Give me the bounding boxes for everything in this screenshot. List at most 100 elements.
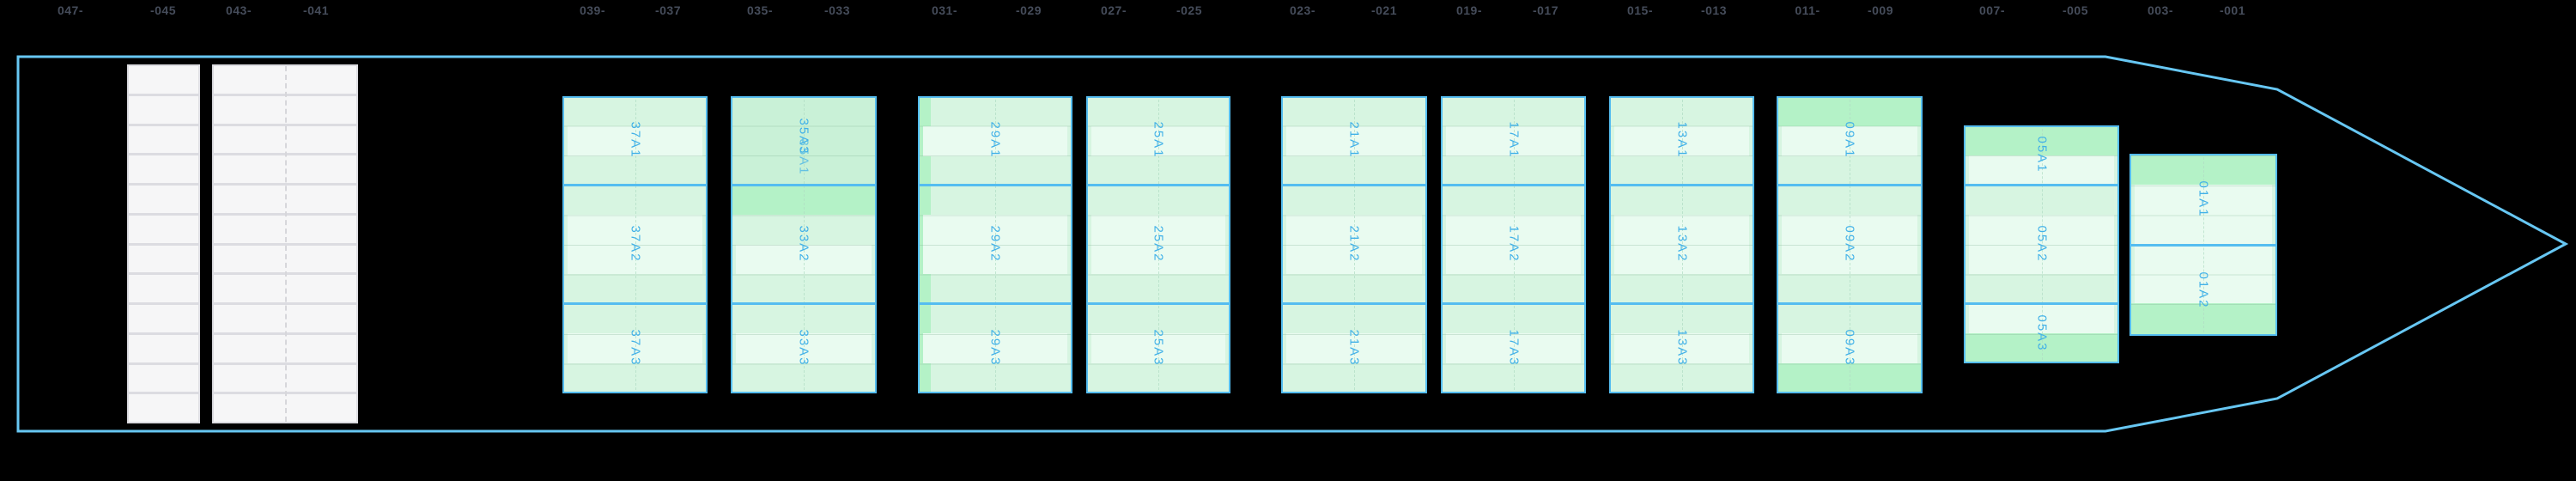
empty-slot-row[interactable] bbox=[129, 245, 198, 273]
bay-section-label: 35A1 bbox=[796, 138, 811, 176]
ruler-bay-number: 039- bbox=[579, 3, 606, 17]
ruler-bay-number: -033 bbox=[823, 3, 851, 17]
empty-slot-row[interactable] bbox=[129, 305, 198, 332]
bay-section-divider bbox=[564, 302, 706, 305]
bay-section-divider bbox=[1965, 184, 2117, 186]
bay-section-label: 01A2 bbox=[2196, 271, 2211, 309]
ruler-bay-number: -037 bbox=[654, 3, 682, 17]
ruler-bay-number: 035- bbox=[746, 3, 774, 17]
bay-block-body bbox=[2131, 155, 2275, 334]
bay-block-25[interactable]: 25A1 25A2 25A3 bbox=[1086, 96, 1230, 393]
ruler-bay-number: -017 bbox=[1532, 3, 1559, 17]
bay-block-17[interactable]: 17A1 17A2 17A3 bbox=[1441, 96, 1586, 393]
empty-slot-table bbox=[212, 64, 358, 423]
bay-section-label: 05A2 bbox=[2034, 225, 2049, 263]
bay-center-dashline bbox=[1681, 100, 1683, 390]
bay-section-divider bbox=[920, 184, 1071, 186]
bay-center-dashline bbox=[1158, 100, 1159, 390]
ruler-bay-number: 047- bbox=[57, 3, 84, 17]
empty-slot-row[interactable] bbox=[129, 95, 198, 124]
ruler-bay-number: 011- bbox=[1795, 3, 1820, 17]
ruler-bay-number: 043- bbox=[225, 3, 252, 17]
empty-slot-row[interactable] bbox=[129, 364, 198, 393]
bay-section-label: 29A1 bbox=[987, 121, 1003, 159]
ruler-bay-number: 023- bbox=[1289, 3, 1316, 17]
ruler-bay-number: -041 bbox=[302, 3, 330, 17]
empty-slot-row[interactable] bbox=[129, 125, 198, 154]
hull-outline-shape bbox=[16, 55, 2569, 433]
bay-section-label: 25A3 bbox=[1151, 329, 1166, 367]
empty-slot-row[interactable] bbox=[129, 275, 198, 302]
bay-section-label: 21A1 bbox=[1346, 121, 1362, 159]
bay-section-divider bbox=[1611, 302, 1753, 305]
ruler-bay-number: 007- bbox=[1978, 3, 2006, 17]
bay-block-01[interactable]: 01A1 01A2 bbox=[2129, 154, 2277, 336]
bay-section-divider bbox=[2131, 244, 2275, 247]
bay-center-dashline bbox=[1513, 100, 1515, 390]
bay-section-label: 25A2 bbox=[1151, 225, 1166, 263]
bay-block-05[interactable]: 05A1 05A2 05A3 bbox=[1964, 125, 2119, 363]
bay-section-label: 09A3 bbox=[1842, 329, 1857, 367]
bay-center-dashline bbox=[804, 100, 805, 390]
ruler-bay-number: 031- bbox=[931, 3, 958, 17]
ruler-bay-number: -005 bbox=[2062, 3, 2089, 17]
bay-section-divider bbox=[1283, 302, 1425, 305]
empty-slot-row[interactable] bbox=[129, 334, 198, 362]
bay-block-body bbox=[920, 98, 1071, 392]
empty-slot-row[interactable] bbox=[129, 394, 198, 422]
bay-center-dashline bbox=[2041, 129, 2043, 360]
bay-section-divider bbox=[1088, 184, 1229, 186]
bay-section-divider bbox=[1283, 184, 1425, 186]
empty-slot-table bbox=[127, 64, 200, 423]
bay-section-label: 33A3 bbox=[796, 329, 811, 367]
bay-section-label: 25A1 bbox=[1151, 121, 1166, 159]
bay-center-dashline bbox=[635, 100, 636, 390]
bay-section-label: 05A1 bbox=[2034, 136, 2049, 174]
bay-section-divider bbox=[1443, 184, 1584, 186]
ruler-bay-number: -013 bbox=[1700, 3, 1728, 17]
bay-section-label: 37A1 bbox=[628, 121, 642, 159]
ruler-bay-number: -045 bbox=[149, 3, 177, 17]
ruler-bay-number: 015- bbox=[1626, 3, 1654, 17]
bay-section-label: 37A2 bbox=[628, 225, 642, 263]
bay-block-body bbox=[1088, 98, 1229, 392]
bay-section-label: 17A1 bbox=[1506, 121, 1521, 159]
ruler-bay-number: -009 bbox=[1867, 3, 1894, 17]
ruler-bay-number: 003- bbox=[2147, 3, 2174, 17]
bay-section-label: 21A3 bbox=[1346, 329, 1362, 367]
bay-block-37[interactable]: 37A1 37A2 37A3 bbox=[562, 96, 708, 393]
ruler-bay-number: -001 bbox=[2219, 3, 2246, 17]
bay-section-label: 09A1 bbox=[1842, 121, 1857, 159]
bay-section-label: 17A2 bbox=[1506, 225, 1521, 263]
bay-section-divider bbox=[1088, 302, 1229, 305]
empty-slot-row[interactable] bbox=[129, 66, 198, 94]
bay-section-divider bbox=[732, 302, 875, 305]
ruler-bay-number: 027- bbox=[1100, 3, 1127, 17]
ruler-bay-number: -021 bbox=[1370, 3, 1398, 17]
bay-section-label: 13A2 bbox=[1674, 225, 1689, 263]
bay-section-label: 33A2 bbox=[796, 225, 811, 263]
ruler-bay-number: -025 bbox=[1176, 3, 1203, 17]
ruler-bay-number: -029 bbox=[1015, 3, 1042, 17]
bay-block-body bbox=[732, 98, 875, 392]
bay-section-label: 29A3 bbox=[987, 329, 1003, 367]
bay-center-dashline bbox=[1354, 100, 1355, 390]
empty-slot-row[interactable] bbox=[129, 215, 198, 243]
bay-block-body bbox=[1965, 127, 2117, 362]
bay-block-body bbox=[1443, 98, 1584, 392]
bay-section-divider bbox=[1965, 302, 2117, 305]
empty-slot-row[interactable] bbox=[129, 186, 198, 213]
bay-section-label: 37A3 bbox=[628, 329, 642, 367]
empty-slot-row[interactable] bbox=[129, 155, 198, 183]
bay-section-label: 05A3 bbox=[2034, 314, 2049, 352]
bay-section-label: 17A3 bbox=[1506, 329, 1521, 367]
bay-block-body bbox=[1611, 98, 1753, 392]
bay-section-label: 01A1 bbox=[2196, 180, 2211, 218]
bay-section-divider bbox=[1611, 184, 1753, 186]
